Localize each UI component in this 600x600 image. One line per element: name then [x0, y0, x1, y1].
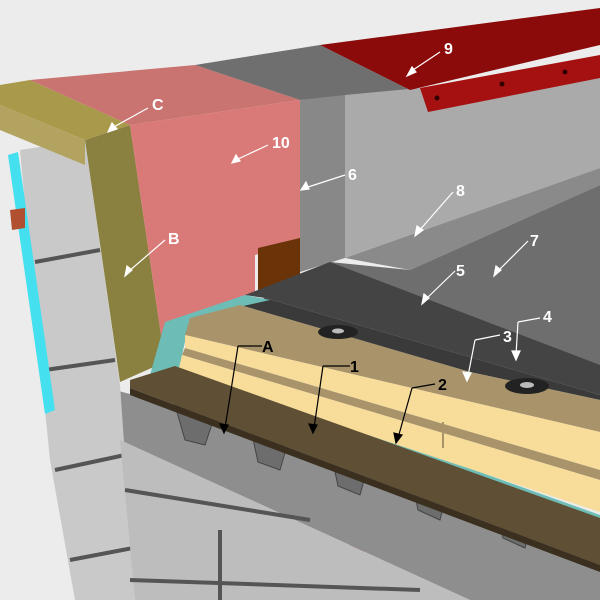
label-8: 8 [456, 183, 465, 200]
leader-lines-black [219, 345, 436, 445]
fixing-plate [505, 378, 549, 394]
membrane-4 [240, 298, 600, 400]
steel-deck [115, 390, 600, 600]
label-A: A [262, 339, 274, 356]
upstand-8 [345, 58, 600, 258]
label-5: 5 [456, 263, 465, 280]
gray-top [195, 45, 410, 100]
pink-insulation-face [130, 100, 300, 362]
label-1: 1 [350, 359, 359, 376]
coping-screws [434, 69, 568, 101]
insulation-upper [185, 335, 600, 470]
insulation-lower [178, 355, 600, 512]
coping-face-9 [420, 55, 600, 112]
upstand-6 [300, 95, 345, 272]
label-C: C [152, 97, 164, 114]
timber-top-C [0, 80, 130, 140]
deck-board-edge [130, 388, 600, 572]
insulation-top-3 [185, 305, 600, 432]
label-7: 7 [530, 233, 539, 250]
label-4: 4 [543, 309, 552, 326]
insulation-mid [182, 348, 600, 480]
block-joints-lower [124, 488, 421, 600]
label-3: 3 [503, 329, 512, 346]
upstand-8-lip [345, 168, 600, 270]
label-B: B [168, 231, 180, 248]
timber-front [0, 105, 85, 165]
fixing-plate [318, 325, 358, 339]
block-wall-lower [120, 440, 470, 600]
block-wall [20, 140, 135, 600]
label-10: 10 [272, 135, 290, 152]
block-joints [34, 248, 134, 562]
label-2: 2 [438, 377, 447, 394]
deck-board-1 [130, 366, 600, 565]
coping-top-9 [320, 8, 600, 90]
label-9: 9 [444, 41, 453, 58]
roof-surface-7 [330, 185, 600, 365]
leader-lines-white [106, 51, 541, 383]
bracket [10, 208, 25, 230]
pink-insulation-top [30, 65, 300, 125]
label-6: 6 [348, 167, 357, 184]
mineral-wool-B [85, 125, 165, 382]
membrane-5 [245, 262, 600, 395]
